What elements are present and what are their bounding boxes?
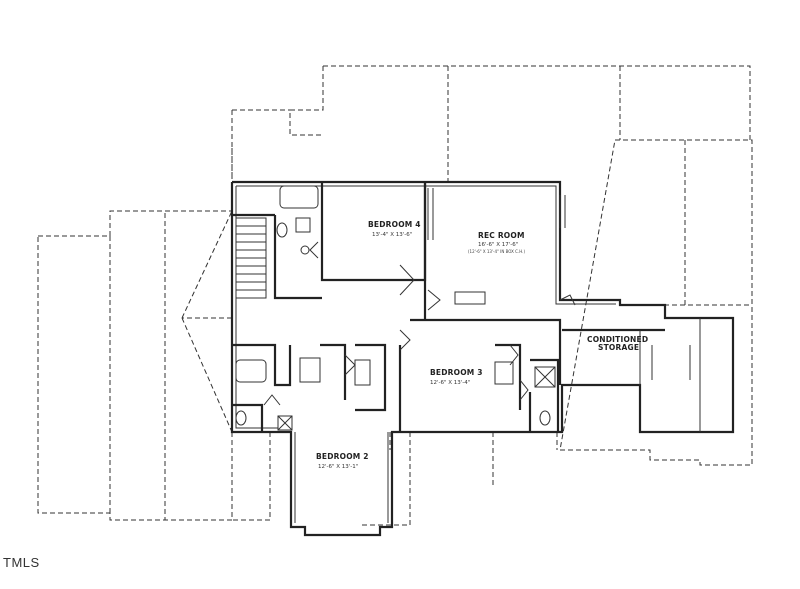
staircase	[235, 217, 267, 299]
bath-fixtures	[235, 185, 556, 431]
room-bedroom-3-label: BEDROOM 3	[430, 368, 483, 377]
room-bedroom-4: BEDROOM 4 13'-4" X 13'-6"	[368, 220, 421, 238]
room-bedroom-2: BEDROOM 2 12'-6" X 13'-1"	[316, 452, 369, 470]
tmls-watermark: TMLS	[3, 555, 40, 570]
room-storage-label-line1: CONDITIONED	[587, 335, 648, 344]
door-swings	[263, 241, 576, 406]
room-storage-label-line2: STORAGE	[598, 343, 639, 352]
room-rec-room-note: (12'-6" X 13'-4" IN BOX C.H.)	[468, 249, 525, 254]
room-rec-room-label: REC ROOM	[478, 231, 525, 240]
room-bedroom-3: BEDROOM 3 12'-6" X 13'-4"	[430, 368, 483, 386]
room-rec-room-dims: 16'-6" X 17'-6"	[478, 242, 518, 248]
interior-walls	[232, 182, 701, 432]
room-bedroom-4-label: BEDROOM 4	[368, 220, 421, 229]
closet-shelves	[427, 188, 691, 380]
roof-outline-dashed	[37, 65, 753, 526]
room-bedroom-2-label: BEDROOM 2	[316, 452, 369, 461]
room-bedroom-4-dims: 13'-4" X 13'-6"	[372, 232, 412, 238]
room-bedroom-3-dims: 12'-6" X 13'-4"	[430, 380, 470, 386]
room-bedroom-2-dims: 12'-6" X 13'-1"	[318, 464, 358, 470]
room-rec-room: REC ROOM 16'-6" X 17'-6" (12'-6" X 13'-4…	[468, 231, 525, 254]
room-conditioned-storage: CONDITIONED STORAGE	[587, 335, 648, 352]
